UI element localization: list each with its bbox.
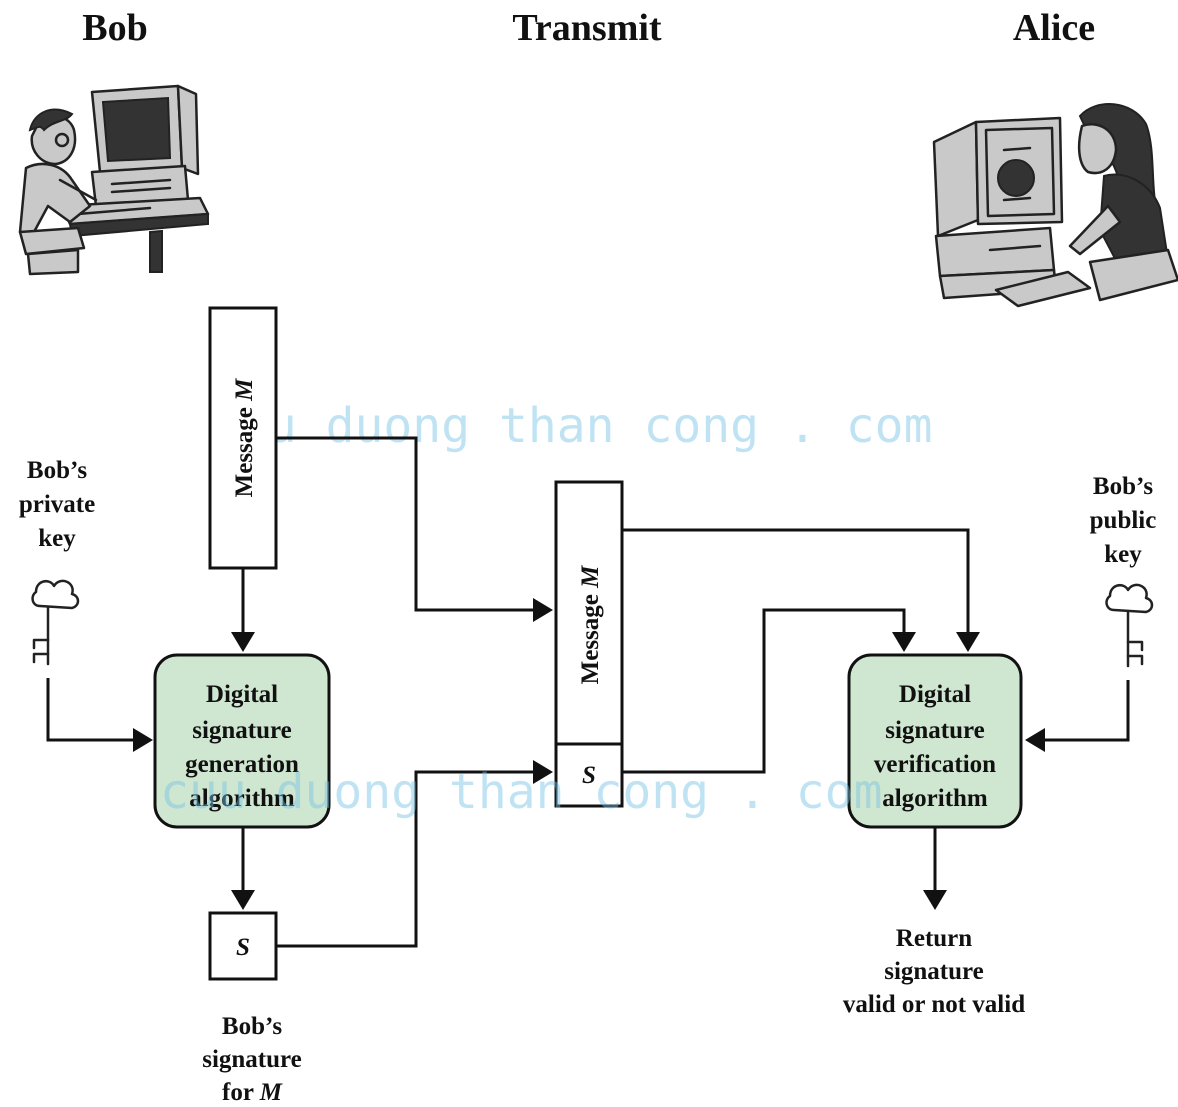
signature-caption: Bob’s signature for M [202, 1013, 302, 1106]
bob-at-computer-illustration [18, 84, 210, 276]
signature-caption-line-2: signature [202, 1046, 302, 1073]
header-bob: Bob [82, 7, 147, 49]
arrow-private-key-to-generation [46, 678, 138, 742]
result-caption-line-1: Return [896, 925, 972, 952]
private-key-label-line-1: Bob’s [27, 457, 87, 484]
result-caption-line-2: signature [884, 958, 984, 985]
arrow-transmit-signature-to-verification [622, 608, 906, 774]
arrowhead-private-key-to-generation [133, 728, 153, 752]
message-box-transmit-label: Message M [577, 565, 604, 685]
signature-verification-algorithm-label: Digital signature verification algorithm [874, 681, 996, 812]
result-caption-line-3: valid or not valid [843, 991, 1025, 1018]
message-box-transmit [554, 480, 624, 746]
signature-generation-algorithm-label: Digital signature generation algorithm [185, 681, 299, 812]
arrow-signature-to-transmit [276, 770, 538, 948]
public-key-label-line-3: key [1104, 541, 1142, 568]
arrowhead-public-key-to-verification [1025, 728, 1045, 752]
public-key-label-line-2: public [1090, 507, 1157, 534]
signature-caption-line-3: for M [222, 1079, 283, 1106]
arrowhead-message-to-transmit [533, 598, 553, 622]
arrow-transmit-message-to-verification [622, 528, 970, 638]
public-key-label: Bob’s public key [1090, 473, 1157, 568]
private-key-label: Bob’s private key [19, 457, 95, 552]
connectors [46, 436, 1130, 948]
header-transmit: Transmit [512, 7, 662, 49]
result-caption: Return signature valid or not valid [843, 925, 1025, 1018]
verification-label-line-4: algorithm [882, 785, 988, 812]
message-box-bob-label: Message M [231, 378, 258, 498]
watermark-text-upper: cuu duong than cong . com [210, 398, 932, 454]
private-key-label-line-2: private [19, 491, 95, 518]
arrowhead-generation-to-signature [231, 890, 255, 910]
arrowhead-transmit-signature-to-verification [892, 632, 916, 652]
generation-label-line-1: Digital [206, 681, 278, 708]
generation-label-line-4: algorithm [189, 785, 295, 812]
public-key-label-line-1: Bob’s [1093, 473, 1153, 500]
header-alice: Alice [1013, 7, 1095, 49]
arrowhead-verification-to-result [923, 890, 947, 910]
signature-box-bob-label: S [236, 934, 250, 961]
watermark-text-lower: cuu duong than cong . com [160, 764, 882, 820]
verification-label-line-3: verification [874, 751, 996, 778]
private-key-icon [31, 579, 80, 666]
arrowhead-message-to-generation [231, 632, 255, 652]
generation-label-line-3: generation [185, 751, 299, 778]
signature-caption-line-1: Bob’s [222, 1013, 282, 1040]
signature-box-transmit [554, 742, 624, 808]
alice-at-computer-illustration [932, 103, 1178, 308]
arrowhead-signature-to-transmit [533, 760, 553, 784]
private-key-label-line-3: key [38, 525, 76, 552]
arrowhead-transmit-message-to-verification [956, 632, 980, 652]
arrow-message-to-transmit [276, 436, 538, 612]
public-key-icon [1105, 583, 1154, 668]
arrow-public-key-to-verification [1040, 680, 1130, 742]
generation-label-line-2: signature [192, 717, 292, 744]
verification-label-line-1: Digital [899, 681, 971, 708]
signature-box-transmit-label: S [582, 762, 596, 789]
verification-label-line-2: signature [885, 717, 985, 744]
